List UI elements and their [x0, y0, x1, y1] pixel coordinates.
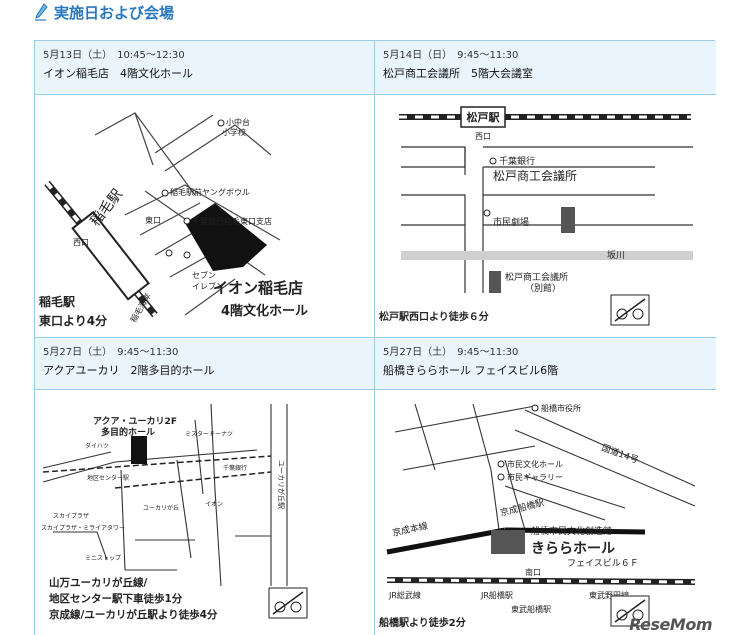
landmark-label: 地区センター駅 [87, 474, 129, 482]
landmark-label: スカイプラザ・ミライアタワー [41, 524, 125, 532]
landmark-label: イレブン [192, 281, 224, 291]
venue-label: 松戸商工会議所 [493, 168, 577, 183]
annex-label: （別館） [525, 282, 561, 294]
culture-hall-label: 市民文化ホール [507, 459, 563, 469]
station-label: ユーカリが丘駅 [277, 460, 286, 509]
gallery-marker [497, 473, 505, 481]
venue-building [561, 207, 575, 233]
keisei-railway [386, 527, 646, 555]
culture-hall-marker [497, 460, 505, 468]
landmark-label: 稲毛駅前ヤングボウル [170, 187, 250, 197]
river-label: 坂川 [607, 250, 625, 261]
session-2-map: 松戸駅 西口 坂川 千葉銀行 松戸商工会議所 市民劇場 [375, 95, 716, 338]
roads [401, 146, 693, 293]
keisei-station-label: 京成船橋駅 [499, 496, 546, 519]
venue-name: きららホール [531, 541, 615, 557]
annex-building [489, 271, 501, 293]
jr-line-label: JR総武線 [388, 590, 421, 600]
venue-building [491, 530, 525, 554]
gallery-label: 市民ギャラリー [507, 472, 563, 482]
landmark-label: 小学校 [222, 127, 246, 137]
keisei-line-label: 京成本線 [391, 520, 429, 539]
session-3-map: アクア・ユーカリ2F 多目的ホール ダイハツ 地区センター駅 スカイプラザ ユー… [35, 390, 375, 635]
station-label: 稲毛駅 [88, 187, 126, 230]
monorail-line [42, 455, 272, 489]
landmark-label: 千葉銀行 [223, 464, 247, 472]
east-exit-label: 東口 [145, 215, 161, 225]
venue-block [185, 203, 267, 271]
no-bicycle-icon [610, 595, 650, 627]
jr-station-label: JR船橋駅 [480, 590, 513, 600]
city-hall-label: 船橋市役所 [541, 403, 581, 413]
venue-floor: 4階文化ホール [221, 303, 308, 319]
landmark-label: ダイハツ [85, 442, 109, 450]
session-4-header: 5月27日（土） 9:45～11:30 船橋きららホール フェイスビル6階 [375, 338, 716, 390]
bank-label: 千葉銀行 [499, 155, 535, 167]
venue-label: 船橋市民文化創造館 [531, 525, 612, 537]
landmark-label: ミスタードーナツ [185, 430, 233, 438]
session-date: 5月14日（日） 9:45～11:30 [383, 50, 519, 61]
access-text: 松戸駅西口より徒歩６分 [379, 310, 489, 323]
session-4-map: 船橋市役所 国道14号 市民文化ホール 市民ギャラリー 京成船橋駅 京成本線 船… [375, 390, 716, 635]
landmark-markers [161, 119, 225, 259]
roads [42, 403, 288, 587]
access-line: 山万ユーカリが丘線/ [49, 576, 147, 589]
station-box [460, 106, 506, 128]
session-date: 5月27日（土） 9:45～11:30 [383, 347, 519, 358]
session-1-header: 5月13日（土） 10:45～12:30 イオン稲毛店 4階文化ホール [35, 41, 375, 95]
no-bicycle-icon [610, 294, 650, 326]
venue-name: イオン稲毛店 [213, 279, 303, 297]
session-1-map: 稲毛駅 [35, 95, 375, 338]
landmark-label: ユーカリが丘 [143, 504, 179, 512]
landmark-label: イオン [205, 501, 223, 508]
station-label: 松戸駅 [467, 110, 500, 124]
annex-label: 松戸商工会議所 [505, 271, 568, 283]
session-date: 5月27日（土） 9:45～11:30 [43, 347, 179, 358]
session-date: 5月13日（土） 10:45～12:30 [43, 50, 185, 61]
access-line: 地区センター駅下車徒歩1分 [49, 592, 183, 605]
session-2-header: 5月14日（日） 9:45～11:30 松戸商工会議所 5階大会議室 [375, 41, 716, 95]
west-exit-label: 西口 [73, 238, 89, 247]
session-venue: アクアユーカリ 2階多目的ホール [43, 364, 215, 377]
landmark-label: 千葉銀行稲毛東口支店 [192, 216, 272, 226]
tobu-station-label: 東武船橋駅 [511, 604, 551, 614]
bank-marker [489, 157, 497, 165]
watermark: ReseMom [629, 615, 712, 634]
venue-building [131, 436, 147, 464]
station-box [71, 210, 150, 301]
pencil-icon [35, 3, 48, 21]
landmark-label: 小中台 [226, 117, 250, 127]
tobu-line-label: 東武野田線 [589, 590, 629, 600]
theater-label: 市民劇場 [493, 216, 529, 228]
landmark-label: セブン [192, 270, 216, 280]
access-line: 東口より4分 [39, 313, 107, 328]
section-heading: 実施日および会場 [34, 2, 174, 22]
theater-marker [483, 209, 491, 217]
venue-name: アクア・ユーカリ2F [93, 416, 177, 427]
session-3-header: 5月27日（土） 9:45～11:30 アクアユーカリ 2階多目的ホール [35, 338, 375, 390]
jr-railway [386, 577, 696, 585]
session-venue: 船橋きららホール フェイスビル6階 [383, 364, 559, 377]
session-venue: イオン稲毛店 4階文化ホール [43, 67, 193, 80]
session-venue: 松戸商工会議所 5階大会議室 [383, 67, 533, 80]
venue-floor: フェイスビル６Ｆ [567, 558, 639, 569]
venue-hall: 多目的ホール [101, 426, 155, 438]
route-label: 国道14号 [600, 442, 640, 466]
south-exit-label: 南口 [525, 567, 541, 577]
section-title: 実施日および会場 [54, 3, 175, 22]
venue-table: 5月13日（土） 10:45～12:30 イオン稲毛店 4階文化ホール 5月14… [34, 40, 716, 635]
roads [394, 403, 696, 531]
river [401, 251, 693, 260]
access-text: 船橋駅より徒歩2分 [379, 616, 466, 629]
city-hall-marker [531, 404, 539, 412]
landmark-label: スカイプラザ [53, 513, 89, 520]
no-bicycle-icon [268, 587, 308, 619]
access-line: 京成線/ユーカリが丘駅より徒歩4分 [49, 608, 218, 621]
access-line: 稲毛駅 [39, 294, 76, 309]
west-exit-label: 西口 [475, 132, 491, 141]
landmark-label: ミニストップ [85, 555, 121, 562]
